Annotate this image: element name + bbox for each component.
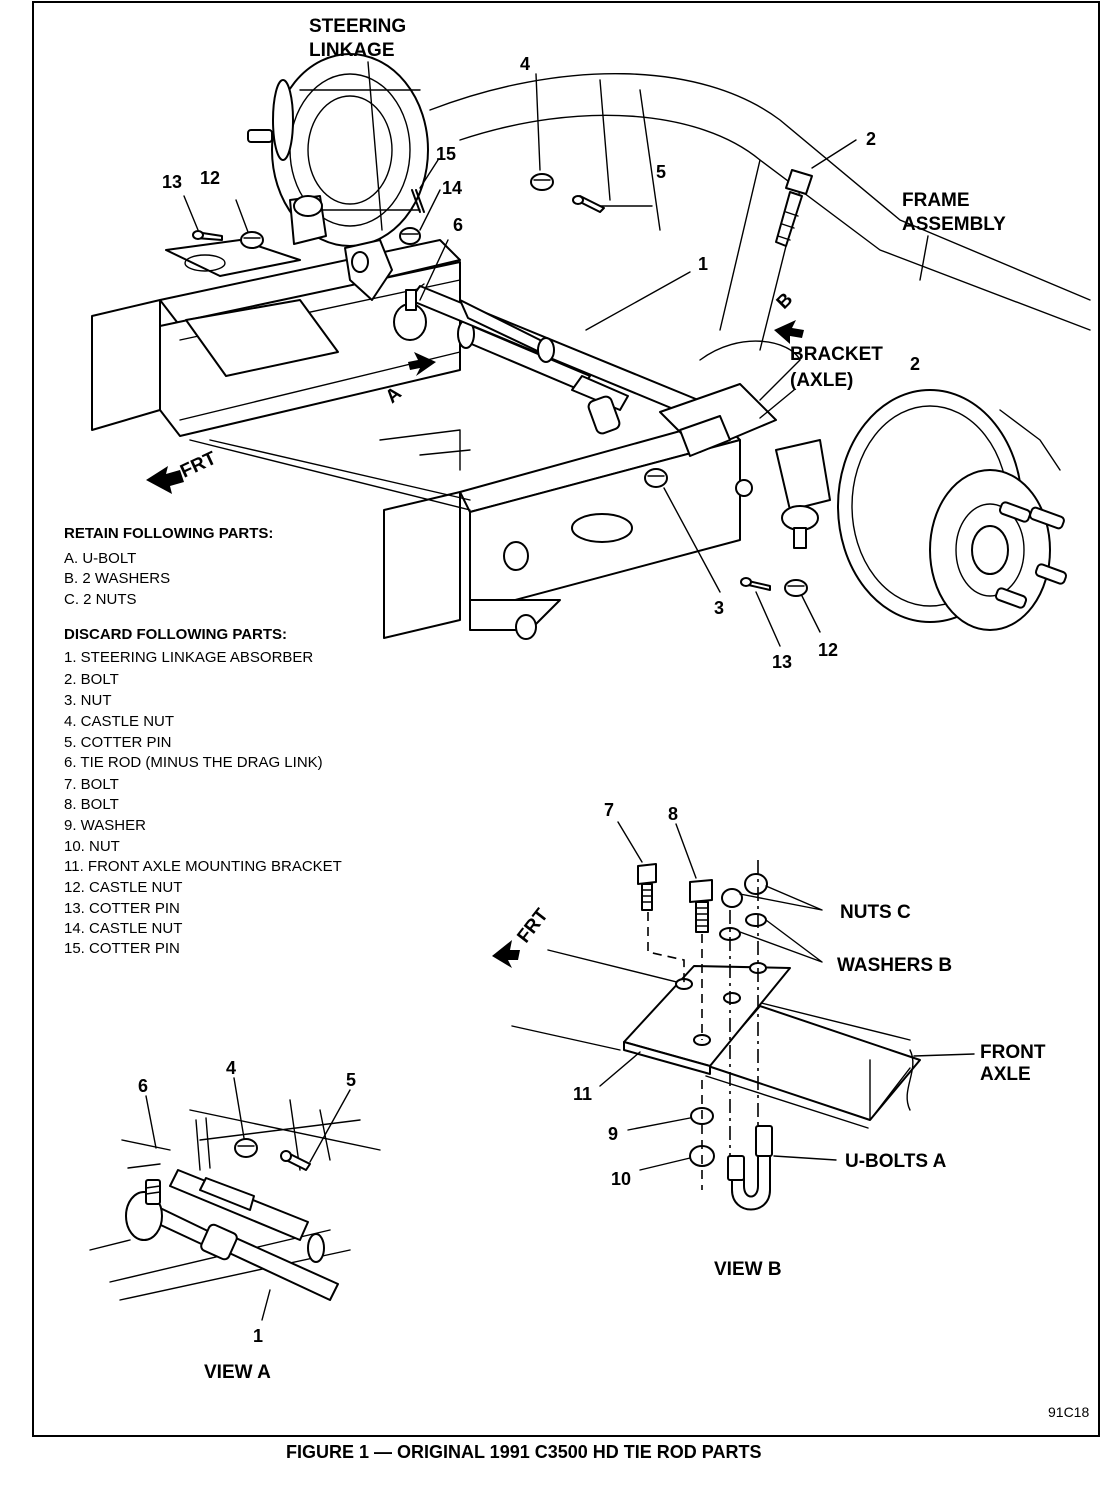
callout-2-top: 2	[866, 129, 876, 149]
frt-arrow-view-b	[492, 940, 520, 968]
cotter-pin-13-left	[192, 230, 223, 241]
label-front-axle: FRONT	[980, 1042, 1046, 1063]
view-a-arrow	[408, 352, 436, 376]
bolt-2	[775, 169, 813, 247]
callout-12-right: 12	[818, 640, 838, 660]
discard-parts-list: DISCARD FOLLOWING PARTS: 1. STEERING LIN…	[64, 626, 342, 957]
discard-item: 14. CASTLE NUT	[64, 920, 182, 937]
discard-item: 6. TIE ROD (MINUS THE DRAG LINK)	[64, 754, 323, 771]
callout-vb-8: 8	[668, 804, 678, 824]
label-frame-assembly-2: ASSEMBLY	[902, 214, 1006, 235]
label-washers-b: WASHERS B	[837, 955, 952, 976]
label-view-b: VIEW B	[714, 1259, 782, 1280]
callout-va-5: 5	[346, 1070, 356, 1090]
callout-12-left: 12	[200, 168, 220, 188]
label-u-bolts-a: U-BOLTS A	[845, 1151, 947, 1172]
label-view-b-marker: B	[773, 289, 798, 314]
discard-item: 4. CASTLE NUT	[64, 713, 174, 730]
retain-item: C. 2 NUTS	[64, 591, 137, 608]
label-frt-view-b: FRT	[513, 905, 553, 947]
label-steering-linkage-2: LINKAGE	[309, 40, 395, 61]
callout-15-main: 15	[436, 144, 456, 164]
callout-5-main: 5	[656, 162, 666, 182]
discard-item: 9. WASHER	[64, 817, 146, 834]
callout-4-main: 4	[520, 54, 530, 74]
steering-linkage-absorber	[457, 319, 629, 435]
figure-border	[32, 1, 1100, 1437]
discard-item: 10. NUT	[64, 838, 120, 855]
label-bracket-axle: BRACKET	[790, 344, 883, 365]
discard-item: 1. STEERING LINKAGE ABSORBER	[64, 649, 313, 666]
label-view-a: VIEW A	[204, 1362, 271, 1383]
callout-vb-10: 10	[611, 1169, 631, 1189]
callout-va-1: 1	[253, 1326, 263, 1346]
discard-item: 12. CASTLE NUT	[64, 879, 182, 896]
right-hub	[837, 389, 1068, 631]
castle-nut-14	[399, 227, 421, 245]
label-steering-linkage: STEERING	[309, 16, 406, 37]
callout-13-left: 13	[162, 172, 182, 192]
left-hub	[247, 53, 429, 247]
cotter-pin-13-right	[740, 577, 771, 591]
discard-item: 8. BOLT	[64, 796, 119, 813]
callout-1-main: 1	[698, 254, 708, 274]
castle-nut-12-left	[240, 231, 264, 249]
discard-item: 2. BOLT	[64, 671, 119, 688]
discard-item: 13. COTTER PIN	[64, 900, 180, 917]
label-frame-assembly: FRAME	[902, 190, 970, 211]
cotter-pin-15	[411, 189, 425, 213]
callout-3-main: 3	[714, 598, 724, 618]
discard-item: 15. COTTER PIN	[64, 940, 180, 957]
nut-3	[644, 468, 668, 488]
view-a-illustration	[89, 1077, 381, 1321]
retain-heading: RETAIN FOLLOWING PARTS:	[64, 525, 273, 542]
callout-13-right: 13	[772, 652, 792, 672]
callout-6-main: 6	[453, 215, 463, 235]
callout-vb-11: 11	[573, 1084, 592, 1104]
main-illustration	[91, 53, 1091, 647]
view-b-illustration	[492, 821, 975, 1211]
figure-code: 91C18	[1048, 1404, 1089, 1420]
label-frt-main: FRT	[177, 448, 220, 483]
castle-nut-12-right	[784, 579, 808, 597]
retain-item: B. 2 WASHERS	[64, 570, 170, 587]
frt-arrow-main	[146, 466, 184, 494]
castle-nut-4	[530, 173, 554, 191]
label-nuts-c: NUTS C	[840, 902, 911, 923]
axle-bracket	[659, 340, 801, 457]
discard-item: 5. COTTER PIN	[64, 734, 172, 751]
label-bracket-axle-2: (AXLE)	[790, 370, 853, 391]
callout-2-right: 2	[910, 354, 920, 374]
callout-vb-7: 7	[604, 800, 614, 820]
view-b-arrow	[774, 320, 804, 344]
discard-heading: DISCARD FOLLOWING PARTS:	[64, 626, 287, 643]
label-front-axle-2: AXLE	[980, 1064, 1031, 1085]
callout-14-main: 14	[442, 178, 462, 198]
figure-caption: FIGURE 1 — ORIGINAL 1991 C3500 HD TIE RO…	[286, 1442, 761, 1462]
callout-va-4: 4	[226, 1058, 236, 1078]
retain-parts-list: RETAIN FOLLOWING PARTS: A. U-BOLT B. 2 W…	[64, 525, 273, 608]
cotter-pin-5	[572, 195, 605, 213]
retain-item: A. U-BOLT	[64, 550, 136, 567]
callout-va-6: 6	[138, 1076, 148, 1096]
discard-item: 11. FRONT AXLE MOUNTING BRACKET	[64, 858, 342, 875]
discard-item: 3. NUT	[64, 692, 112, 709]
discard-item: 7. BOLT	[64, 776, 119, 793]
callout-vb-9: 9	[608, 1124, 618, 1144]
